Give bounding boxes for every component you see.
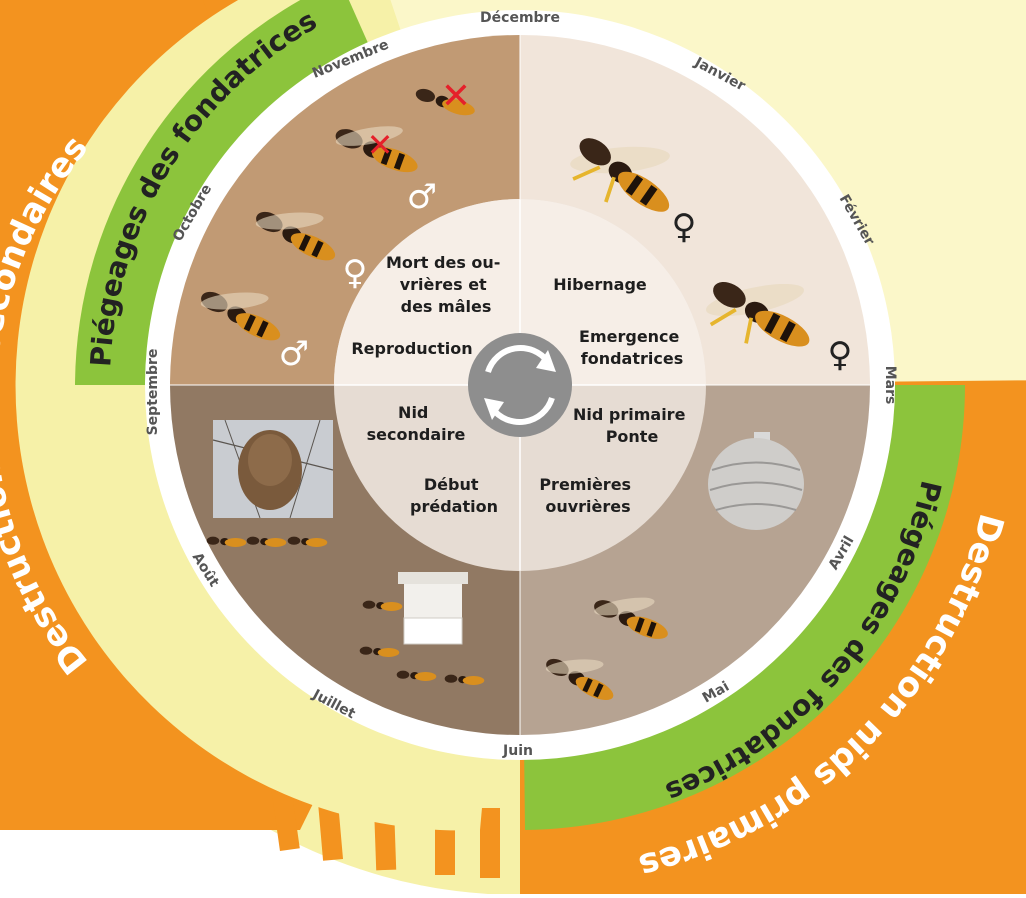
hornet-icon <box>594 597 668 639</box>
hornet-icon <box>255 211 336 261</box>
month-june: Juin <box>502 743 533 759</box>
female-symbol-icon: ♀ <box>828 335 853 375</box>
beehive-illustration <box>398 572 468 645</box>
stage-reproduction-label: Reproduction <box>351 339 472 358</box>
refresh-arrowhead-icon <box>484 398 504 420</box>
hornet-icon <box>206 536 247 547</box>
month-september: Septembre <box>145 349 161 436</box>
stage-primary-nest-label: Nid primaire Ponte <box>573 405 691 446</box>
hornet-icon <box>415 88 475 116</box>
stage-hibernation-label: Hibernage <box>553 275 647 294</box>
female-symbol-icon: ♀ <box>672 207 697 247</box>
stage-emergence-label: Emergence fondatrices <box>579 327 685 368</box>
month-march: Mars <box>882 366 898 405</box>
stage-first-workers-label: Premières ouvrières <box>539 475 636 516</box>
male-symbol-icon: ♂ <box>407 177 437 217</box>
hornet-icon <box>359 646 400 657</box>
hornet-icon <box>570 138 670 212</box>
hornet-icon <box>362 600 403 611</box>
refresh-arrowhead-icon <box>536 350 556 372</box>
hornet-icon <box>396 670 437 681</box>
refresh-arrow-icon <box>489 396 555 425</box>
hornet-icon <box>335 126 418 173</box>
secondary-nest-photo <box>212 419 334 519</box>
dead-marker-icon: ✕ <box>441 76 471 117</box>
stage-secondary-nest-label: Nid secondaire <box>367 403 466 444</box>
dead-marker-icon: ✕ <box>367 126 394 164</box>
hornet-icon <box>246 536 287 547</box>
hornet-icon <box>444 674 485 685</box>
orange-stripe <box>480 808 500 878</box>
month-december: Décembre <box>480 10 560 26</box>
stage-death-label: Mort des ou- vrières et des mâles <box>386 253 506 316</box>
refresh-arrow-icon <box>485 345 551 374</box>
hornet-illustrations <box>200 88 810 701</box>
female-symbol-icon: ♀ <box>343 253 368 293</box>
hornet-icon <box>545 658 614 701</box>
male-symbol-icon: ♂ <box>279 334 309 374</box>
hornet-icon <box>706 281 810 347</box>
hornet-icon <box>287 536 328 547</box>
primary-nest-illustration <box>708 432 804 530</box>
hornet-icon <box>200 291 281 341</box>
stage-predation-label: Début prédation <box>410 475 498 516</box>
